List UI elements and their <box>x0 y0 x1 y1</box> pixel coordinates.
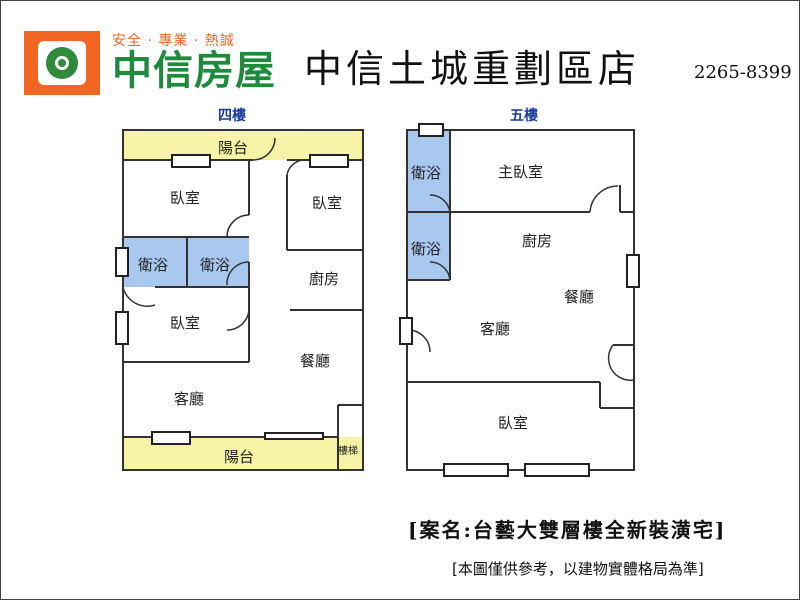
brand-name: 中信房屋 <box>112 48 276 94</box>
floor4-label-bedroom-2: 臥室 <box>312 194 342 212</box>
floor5-label-kitchen: 廚房 <box>522 232 552 250</box>
window-icon <box>171 154 211 168</box>
floor4-label-bedroom-3: 臥室 <box>170 314 200 332</box>
branch-name: 中信土城重劃區店 <box>304 47 641 91</box>
disclaimer-note: [本圖僅供參考，以建物實體格局為準] <box>452 560 704 578</box>
window-icon <box>443 463 509 477</box>
floor5-label-bathroom-2: 衛浴 <box>411 240 441 258</box>
floor5-label-living: 客廳 <box>480 320 510 338</box>
floor4-label-dining: 餐廳 <box>300 352 330 370</box>
floor5-label-bedroom: 臥室 <box>498 414 528 432</box>
case-name: [案名:台藝大雙層樓全新裝潢宅] <box>408 518 727 542</box>
window-icon <box>418 123 444 137</box>
logo <box>24 31 100 95</box>
window-icon <box>626 254 640 288</box>
floor5-bathroom-1-area <box>407 130 450 212</box>
globe-icon <box>46 47 78 79</box>
window-icon <box>151 431 191 445</box>
floor5-outline <box>406 129 635 471</box>
floor4-outline <box>122 129 364 471</box>
floor4-label-bathroom-2: 衛浴 <box>200 256 230 274</box>
floor4-label-stairs: 樓梯 <box>338 444 358 457</box>
floor4-title: 四樓 <box>218 107 246 124</box>
floor5-label-master-bedroom: 主臥室 <box>498 163 543 181</box>
slogan: 安全 · 專業 · 熱誠 <box>112 33 235 49</box>
sliding-door-icon <box>264 432 324 440</box>
floor5-title: 五樓 <box>510 107 538 124</box>
floor4-label-kitchen: 廚房 <box>309 270 339 288</box>
window-icon <box>115 247 129 277</box>
window-icon <box>524 463 590 477</box>
floor5-label-bathroom-1: 衛浴 <box>411 164 441 182</box>
floor5-bathroom-2-area <box>407 212 450 280</box>
floor4-label-balcony-bottom: 陽台 <box>224 448 254 466</box>
floor4-label-balcony-top: 陽台 <box>218 139 248 157</box>
window-icon <box>115 311 129 345</box>
window-icon <box>399 317 413 345</box>
logo-inner <box>38 41 86 85</box>
window-icon <box>309 154 349 168</box>
floor5-label-dining: 餐廳 <box>564 288 594 306</box>
floor4-label-living: 客廳 <box>174 390 204 408</box>
floor4-label-bathroom-1: 衛浴 <box>138 256 168 274</box>
floor4-label-bedroom-1: 臥室 <box>170 189 200 207</box>
phone-number: 2265-8399 <box>694 62 792 83</box>
